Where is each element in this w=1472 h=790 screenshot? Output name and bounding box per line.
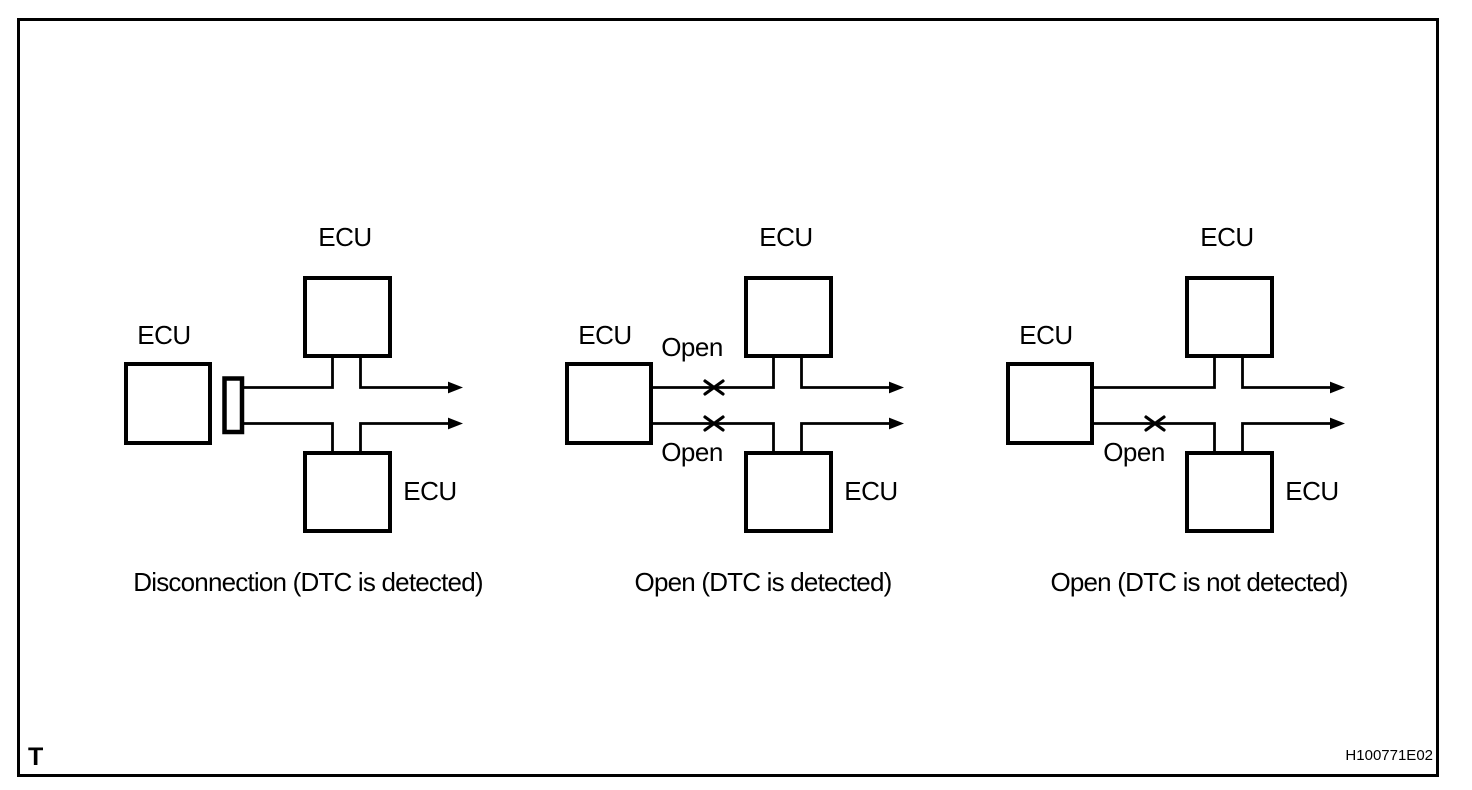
wire-bottom-left [651, 422, 775, 453]
left-ecu-label: ECU [1019, 320, 1072, 350]
open-label-top: Open [661, 332, 723, 362]
wire-bottom-right [359, 422, 449, 453]
top-ecu-box [744, 276, 833, 358]
bottom-ecu-box [303, 451, 392, 533]
top-ecu-box [303, 276, 392, 358]
wire-bottom-left [244, 422, 334, 453]
bottom-ecu-label: ECU [844, 476, 897, 506]
left-ecu-box [565, 362, 653, 445]
left-ecu-box [1006, 362, 1094, 445]
wire-bottom-right [1241, 422, 1331, 453]
x-mark-icon-bottom [703, 415, 725, 432]
top-ecu-label: ECU [318, 222, 371, 252]
bottom-ecu-label: ECU [403, 476, 456, 506]
figure-border [17, 18, 1439, 777]
left-ecu-label: ECU [578, 320, 631, 350]
bottom-ecu-label: ECU [1285, 476, 1338, 506]
arrowhead-icon-top [889, 381, 904, 394]
diagram-caption: Open (DTC is detected) [635, 567, 892, 597]
top-ecu-label: ECU [759, 222, 812, 252]
wire-top-right [359, 356, 449, 389]
figure-code: H100771E02 [1345, 747, 1433, 764]
open-label-bottom: Open [661, 437, 723, 467]
wire-top-right [1241, 356, 1331, 389]
bottom-ecu-box [1185, 451, 1274, 533]
open-label-bottom: Open [1103, 437, 1165, 467]
left-ecu-box [124, 362, 212, 445]
arrowhead-icon-top [448, 381, 463, 394]
wire-top-left [651, 356, 775, 389]
x-mark-icon-top [703, 379, 725, 396]
arrowhead-icon-bottom [448, 417, 463, 430]
wire-bottom-right [800, 422, 890, 453]
disconnected-connector [222, 376, 245, 435]
diagram-open-not-detected: ECU ECU Open ECU Open (DTC is not detect… [1006, 222, 1348, 597]
diagram-caption: Open (DTC is not detected) [1050, 567, 1347, 597]
corner-label: T [28, 743, 43, 771]
top-ecu-label: ECU [1200, 222, 1253, 252]
arrowhead-icon-bottom [1330, 417, 1345, 430]
diagram-caption: Disconnection (DTC is detected) [133, 567, 483, 597]
wire-top-right [800, 356, 890, 389]
arrowhead-icon-top [1330, 381, 1345, 394]
wire-top-left [1092, 356, 1216, 389]
wire-top-left [244, 356, 334, 389]
arrowhead-icon-bottom [889, 417, 904, 430]
bottom-ecu-box [744, 451, 833, 533]
top-ecu-box [1185, 276, 1274, 358]
left-ecu-label: ECU [137, 320, 190, 350]
wire-bottom-left [1092, 422, 1216, 453]
diagram-disconnection: ECU ECU ECU Disconnection (DTC is detect… [124, 222, 484, 597]
diagram-open-detected: ECU ECU Open Open ECU Open (DTC is detec… [565, 222, 904, 597]
x-mark-icon-bottom [1144, 415, 1166, 432]
